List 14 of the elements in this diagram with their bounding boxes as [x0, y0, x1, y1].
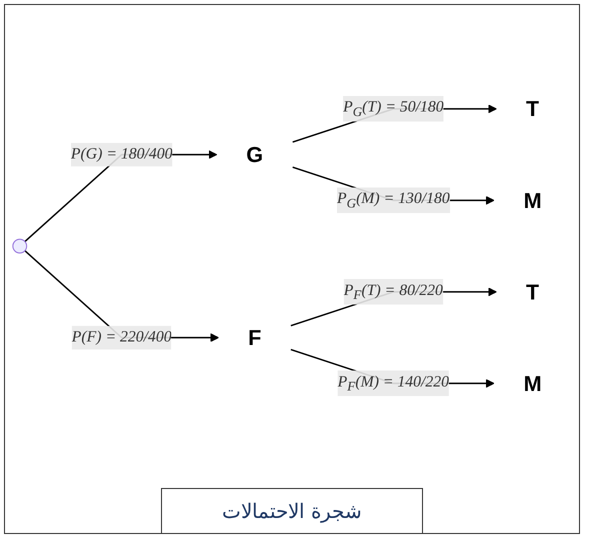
caption-box: شجرة الاحتمالات — [160, 488, 424, 533]
edge-label: P(G) = 180/400 — [70, 146, 173, 163]
edge-label: P$_{G}$(M) = 130/180 — [336, 190, 450, 211]
node-circle — [12, 239, 28, 254]
edge-label: P$_{F}$(T) = 80/220 — [344, 282, 443, 302]
node-text: M — [524, 371, 542, 396]
edge-label: P$_{G}$(T) = 50/180 — [343, 99, 444, 120]
node-text: T — [526, 96, 540, 122]
node-text: M — [524, 188, 542, 214]
edge-label: P$_{F}$(M) = 140/220 — [338, 374, 450, 394]
edge-label: P(F) = 220/400 — [72, 329, 172, 346]
node-text: F — [248, 326, 262, 350]
node-text: G — [246, 142, 264, 168]
node-text: T — [526, 280, 540, 305]
